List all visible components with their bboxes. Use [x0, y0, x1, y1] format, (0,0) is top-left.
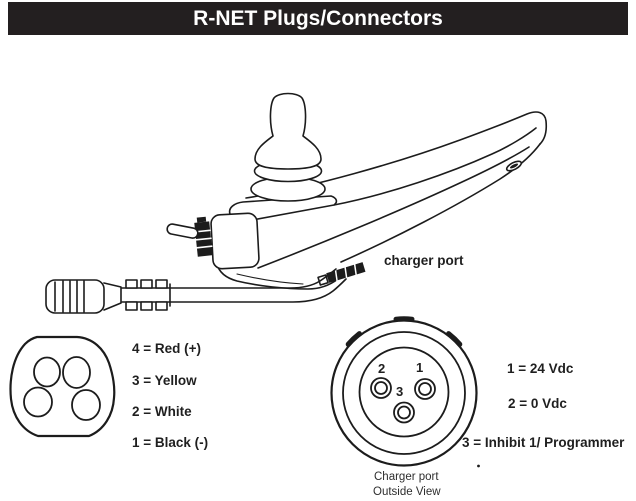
pin4-label: 4 = Red (+)	[132, 341, 202, 356]
charger-port-label: charger port	[384, 253, 464, 268]
cable	[103, 268, 347, 311]
charger-pin-3	[393, 401, 415, 424]
joystick-module-drawing	[45, 92, 548, 314]
side-button	[505, 160, 523, 172]
charger-pin-number-3: 3	[396, 384, 404, 399]
cable-plug	[45, 279, 105, 314]
charger-pin-2	[370, 377, 392, 399]
pin3-label: 3 = Yellow	[132, 373, 197, 388]
charger-connector-diagram	[330, 316, 478, 467]
joystick-knob	[254, 92, 322, 170]
charger-pin3-label: 3 = Inhibit 1/ Programmer	[462, 435, 625, 450]
charger-pin-number-2: 2	[378, 361, 386, 376]
charger-pin-1	[414, 378, 436, 400]
pin2-label: 2 = White	[132, 404, 192, 419]
module-body-outline	[245, 111, 548, 199]
page-title: R-NET Plugs/Connectors	[193, 6, 443, 30]
charger-pin-number-1: 1	[416, 360, 424, 375]
toggle-switch-lever	[166, 223, 199, 239]
pin1-label: 1 = Black (-)	[132, 435, 209, 450]
title-bar: R-NET Plugs/Connectors	[8, 2, 628, 35]
toggle-switch-plate	[210, 212, 260, 270]
stray-dot	[477, 464, 480, 468]
charger-pin1-label: 1 = 24 Vdc	[507, 361, 574, 376]
charger-caption-line2: Outside View	[373, 486, 441, 498]
charger-caption-line1: Charger port	[374, 471, 439, 483]
charger-pin2-label: 2 = 0 Vdc	[508, 396, 567, 411]
pin-connector-diagram	[9, 335, 116, 438]
